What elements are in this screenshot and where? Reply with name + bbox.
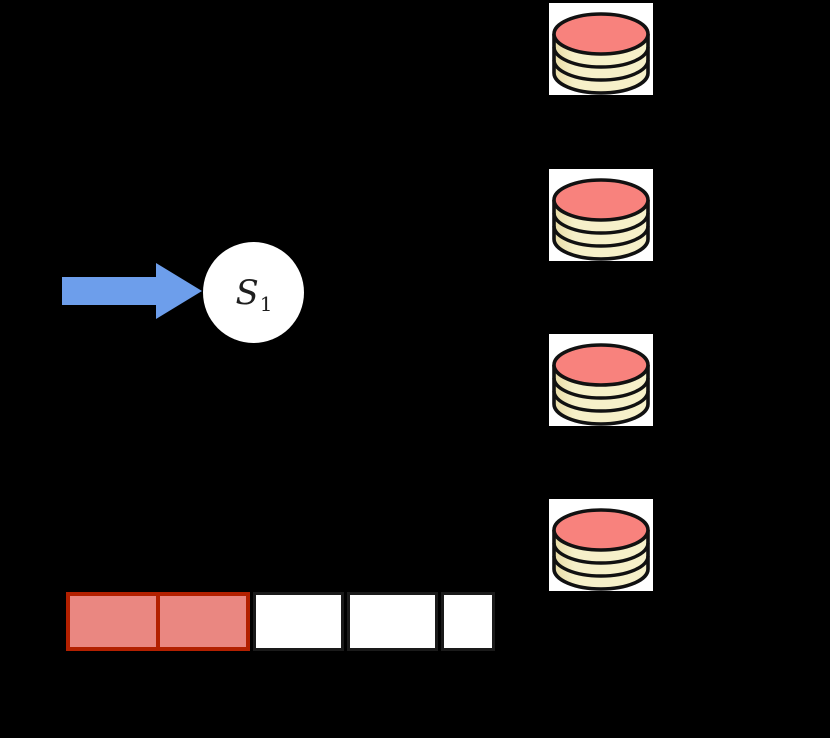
server-label: S1 bbox=[235, 272, 272, 314]
buffer-cell-5-empty bbox=[441, 592, 495, 651]
database-icon-4 bbox=[549, 499, 653, 591]
database-icon-2 bbox=[549, 169, 653, 261]
server-node: S1 bbox=[203, 242, 304, 343]
buffer bbox=[66, 592, 495, 651]
buffer-cell-4-empty bbox=[347, 592, 438, 651]
database-icon-3 bbox=[549, 334, 653, 426]
server-label-letter: S bbox=[235, 272, 259, 313]
buffer-cell-1-occupied bbox=[66, 592, 158, 651]
buffer-cell-3-empty bbox=[253, 592, 344, 651]
buffer-cell-2-occupied bbox=[158, 592, 250, 651]
database-icon-1 bbox=[549, 3, 653, 95]
arrival-arrow-icon bbox=[62, 263, 202, 319]
server-label-subscript: 1 bbox=[259, 291, 273, 316]
